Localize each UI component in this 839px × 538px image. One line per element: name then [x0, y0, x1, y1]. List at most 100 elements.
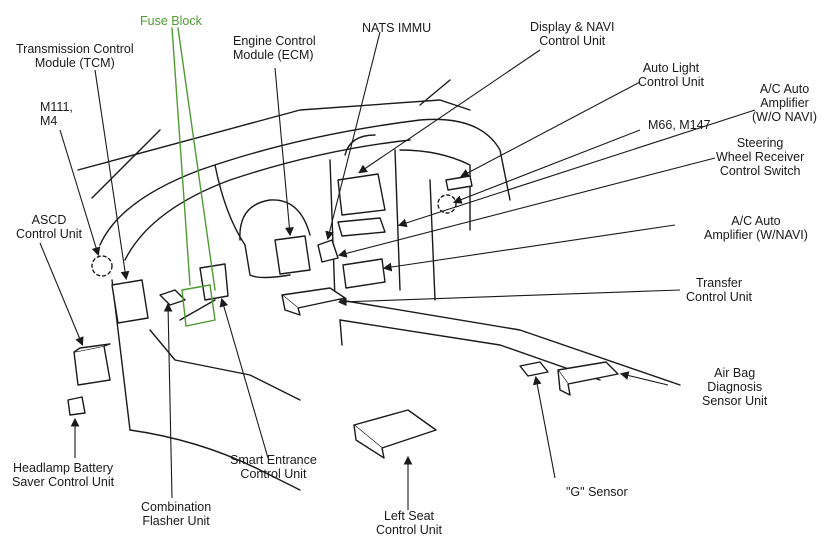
- ecm-line1: Engine Control: [233, 34, 316, 48]
- roof-line-left: [91, 129, 161, 199]
- nats-line1: NATS IMMU: [362, 21, 432, 35]
- smart-entrance-line1: Smart Entrance: [230, 453, 317, 467]
- door-bottom: [129, 429, 301, 491]
- combination-line1: Combination: [141, 500, 212, 514]
- m66-line1: M66, M147: [648, 118, 711, 132]
- leader-smart: [219, 297, 269, 459]
- combination-box: [159, 289, 186, 306]
- display-navi-base: [337, 217, 386, 237]
- leader-auto-light: [460, 81, 641, 178]
- headlamp-label: Headlamp Battery Saver Control Unit: [12, 461, 114, 489]
- dashboard-inner: [124, 139, 411, 261]
- airbag-line3: Sensor Unit: [702, 394, 768, 408]
- ecm-label: Engine Control Module (ECM): [233, 34, 316, 62]
- m66-location: [437, 194, 457, 214]
- dashboard-right: [399, 149, 471, 231]
- transfer-label: Transfer Control Unit: [686, 276, 752, 304]
- smart-entrance-label: Smart Entrance Control Unit: [230, 453, 317, 481]
- cluster-hood: [214, 164, 291, 279]
- combination-label: Combination Flasher Unit: [141, 500, 211, 528]
- tcm-line2: Module (TCM): [34, 56, 115, 70]
- steering-line3: Control Switch: [719, 164, 801, 178]
- display-navi-label: Display & NAVI Control Unit: [530, 20, 615, 48]
- m111-label: M111, M4: [40, 100, 73, 128]
- leader-combination: [163, 302, 173, 499]
- smart-entrance-line2: Control Unit: [240, 467, 307, 481]
- console-side: [339, 319, 343, 346]
- display-navi-line2: Control Unit: [539, 34, 606, 48]
- leader-m111: [59, 129, 101, 257]
- fuse-block-label: Fuse Block: [140, 14, 202, 28]
- left-seat-line2: Control Unit: [376, 523, 442, 537]
- m111-line2: M4: [40, 114, 58, 128]
- tcm-line1: Transmission Control: [16, 42, 134, 56]
- transfer-line2: Control Unit: [686, 290, 752, 304]
- tcm-label: Transmission Control Module (TCM): [16, 42, 134, 70]
- ac-auto-w-line1: A/C Auto: [731, 214, 781, 228]
- leader-ac-wo: [397, 109, 756, 228]
- ascd-line2: Control Unit: [16, 227, 82, 241]
- auto-light-line2: Control Unit: [638, 75, 704, 89]
- display-navi-line1: Display & NAVI: [530, 20, 615, 34]
- ascd-line1: ASCD: [31, 213, 67, 227]
- center-stack-cut: [344, 134, 376, 156]
- left-seat-line1: Left Seat: [383, 509, 435, 523]
- airbag-line2: Diagnosis: [707, 380, 763, 394]
- headlamp-line2: Saver Control Unit: [12, 475, 115, 489]
- airbag-label: Air Bag Diagnosis Sensor Unit: [702, 366, 767, 408]
- steering-line1: Steering: [736, 136, 784, 150]
- center-stack-left: [329, 159, 336, 301]
- airbag-line1: Air Bag: [714, 366, 756, 380]
- leader-ecm: [274, 67, 294, 237]
- nats-label: NATS IMMU: [362, 21, 431, 35]
- auto-light-line1: Auto Light: [642, 61, 700, 75]
- nats-box: [317, 239, 339, 263]
- leader-transfer: [337, 289, 681, 307]
- fuse-block-line1: Fuse Block: [140, 14, 202, 28]
- leader-ascd: [39, 242, 84, 347]
- headlamp-box: [67, 396, 86, 416]
- ac-auto-wo-line2: Amplifier: [760, 96, 809, 110]
- ecm-line2: Module (ECM): [233, 48, 314, 62]
- g-sensor-line1: "G" Sensor: [566, 485, 628, 499]
- leader-tcm: [94, 69, 130, 281]
- fuse-block-outline: [181, 284, 216, 327]
- windshield-line: [77, 99, 471, 171]
- dashboard-top: [99, 118, 511, 246]
- leader-steering: [337, 157, 716, 258]
- ascd-label: ASCD Control Unit: [16, 213, 82, 241]
- ascd-box: [73, 345, 111, 386]
- m111-line1: M111,: [40, 100, 73, 114]
- ac-auto-w-line2: Amplifier (W/NAVI): [704, 228, 808, 242]
- ac-navi-box: [342, 258, 386, 289]
- ac-auto-wo-line3: (W/O NAVI): [752, 110, 818, 124]
- display-navi-box: [337, 173, 386, 216]
- auto-light-label: Auto Light Control Unit: [638, 61, 704, 89]
- leader-m66: [452, 129, 641, 204]
- leader-airbag: [619, 371, 669, 386]
- m66-label: M66, M147: [648, 118, 711, 132]
- cluster-arch: [239, 199, 311, 241]
- headlamp-line1: Headlamp Battery: [13, 461, 114, 475]
- glovebox-edge: [429, 179, 436, 301]
- airbag-box: [557, 361, 619, 385]
- ac-auto-w-label: A/C Auto Amplifier (W/NAVI): [704, 214, 808, 242]
- steering-label: Steering Wheel Receiver Control Switch: [716, 136, 804, 178]
- g-sensor-label: "G" Sensor: [566, 485, 628, 499]
- fuse-block-leader-2: [177, 27, 216, 291]
- leader-ac-w: [382, 224, 676, 272]
- fuse-block-leader-1: [171, 27, 191, 286]
- tcm-box: [111, 279, 149, 324]
- steering-column: [179, 299, 216, 321]
- combination-line2: Flasher Unit: [142, 514, 210, 528]
- leader-g-sensor: [532, 375, 556, 479]
- ac-auto-wo-label: A/C Auto Amplifier (W/O NAVI): [752, 82, 817, 124]
- leader-nats: [325, 31, 381, 241]
- steering-line2: Wheel Receiver: [716, 150, 805, 164]
- m111-location: [91, 255, 113, 277]
- left-seat-label: Left Seat Control Unit: [376, 509, 442, 537]
- leader-display: [358, 49, 541, 174]
- transfer-line1: Transfer: [695, 276, 743, 290]
